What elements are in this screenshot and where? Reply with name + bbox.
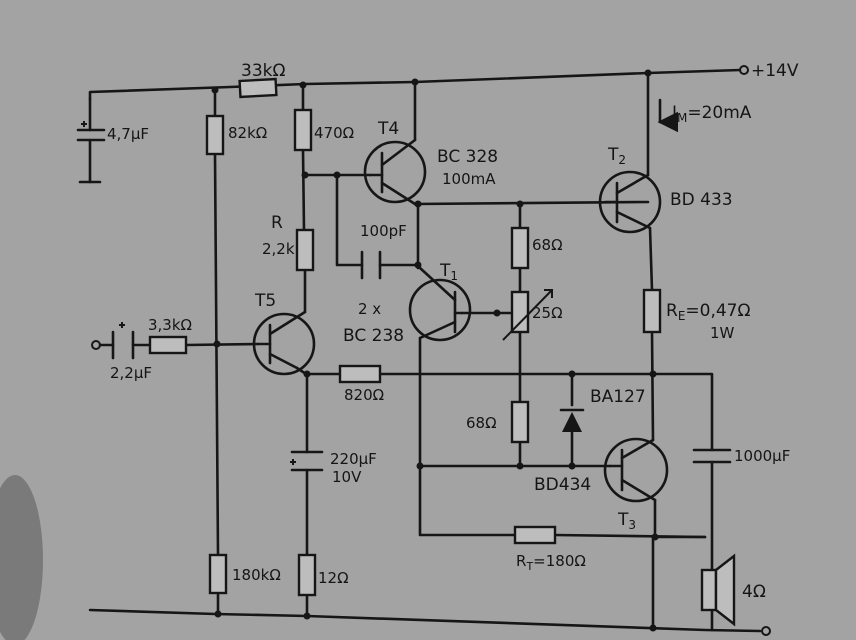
t1-type-label: BC 238	[343, 326, 404, 346]
resistor-R	[295, 228, 315, 272]
t3-name-label: T3	[617, 510, 636, 532]
t1-name-label: T1	[439, 261, 458, 283]
r-25-pot-label: 25Ω	[532, 304, 563, 322]
input-terminal	[91, 340, 101, 350]
t4-type-label: BC 328	[437, 147, 498, 167]
r-12-label: 12Ω	[318, 569, 349, 587]
c-220u-voltage-label: 10V	[332, 468, 362, 486]
supply-voltage-label: +14V	[751, 61, 799, 81]
capacitor-1000u	[692, 448, 732, 464]
resistor-68-lower	[510, 400, 530, 444]
resistor-820	[338, 364, 382, 384]
r-33k-top-label: 33kΩ	[241, 61, 285, 81]
transistor-t5	[252, 310, 316, 376]
c-100p-label: 100pF	[360, 222, 407, 240]
r-68-lower-label: 68Ω	[466, 414, 497, 432]
t2-type-label: BD 433	[670, 190, 733, 210]
junction-dots	[211, 69, 659, 632]
transistor-t1	[408, 266, 472, 342]
capacitor-4u7	[76, 121, 106, 184]
resistor-68-upper	[510, 226, 530, 270]
ground-terminal	[761, 626, 771, 636]
c-4u7-label: 4,7μF	[107, 125, 149, 143]
r-RE-label: RE=0,47Ω	[666, 301, 751, 323]
t4-name-label: T4	[377, 119, 399, 139]
resistor-470	[293, 108, 313, 152]
speaker-impedance-label: 4Ω	[742, 582, 766, 602]
r-R-name-label: R	[271, 213, 283, 233]
resistor-180k	[208, 553, 228, 595]
r-RE-power-label: 1W	[710, 324, 735, 342]
resistor-33k-top	[238, 77, 278, 99]
t4-current-label: 100mA	[442, 170, 496, 188]
c-220u-label: 220μF	[330, 450, 377, 468]
diode-type-label: BA127	[590, 387, 646, 407]
r-180k-label: 180kΩ	[232, 566, 281, 584]
r-82k-label: 82kΩ	[228, 124, 267, 142]
potentiometer-25	[510, 290, 530, 334]
transistor-t2	[598, 170, 662, 234]
t2-name-label: T2	[607, 145, 626, 167]
capacitor-100p	[360, 250, 382, 280]
resistor-3k3-input	[148, 335, 188, 355]
t3-type-label: BD434	[534, 475, 591, 495]
r-RT-label: RT=180Ω	[516, 552, 586, 573]
resistor-RE	[642, 288, 662, 334]
r-3k3-input-label: 3,3kΩ	[148, 316, 192, 334]
r-R-value-label: 2,2k	[262, 240, 295, 258]
resistor-RT	[513, 525, 557, 545]
transistor-t3	[603, 437, 669, 503]
r-820-label: 820Ω	[344, 386, 384, 404]
current-label: IM=20mA	[672, 103, 752, 125]
pot-arrow	[502, 289, 553, 341]
t1-count-label: 2 x	[358, 300, 381, 318]
capacitor-2u2	[111, 322, 135, 360]
supply-terminal	[739, 65, 749, 75]
capacitor-220u	[290, 450, 324, 472]
c-1000u-label: 1000μF	[734, 447, 790, 465]
resistor-82k	[205, 114, 225, 156]
pot-arrow-head	[544, 289, 553, 298]
resistor-12	[297, 553, 317, 597]
t5-name-label: T5	[254, 291, 276, 311]
finger-shadow	[0, 475, 43, 640]
c-2u2-label: 2,2μF	[110, 364, 152, 382]
speaker-4ohm	[700, 553, 736, 627]
r-68-upper-label: 68Ω	[532, 236, 563, 254]
diode-ba127	[559, 408, 585, 432]
r-470-label: 470Ω	[314, 124, 354, 142]
transistor-t4	[363, 138, 427, 206]
